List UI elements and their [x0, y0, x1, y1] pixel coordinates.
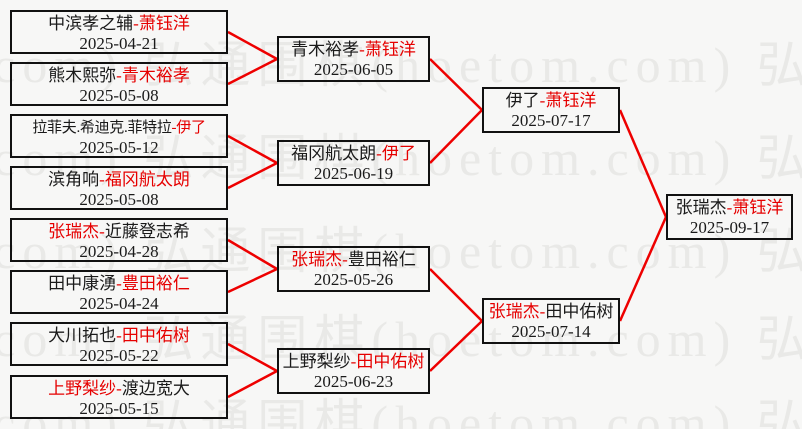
- connector-line: [227, 30, 278, 61]
- match-box-r2-3[interactable]: 张瑞杰-豊田裕仁 2025-05-26: [277, 246, 430, 292]
- match-box-r1-1[interactable]: 中滨孝之辅-萧钰洋 2025-04-21: [10, 10, 228, 54]
- match-date: 2025-04-28: [79, 242, 159, 261]
- match-players: 田中康湧-豊田裕仁: [12, 272, 226, 294]
- match-players: 福冈航太朗-伊了: [279, 142, 428, 164]
- match-date: 2025-07-17: [511, 111, 591, 130]
- match-players: 中滨孝之辅-萧钰洋: [12, 12, 226, 34]
- player-loser: 伊了: [505, 91, 540, 110]
- match-date: 2025-09-17: [689, 218, 770, 237]
- match-players: 张瑞杰-田中佑树: [484, 300, 618, 322]
- player-loser: 大川拓也: [48, 326, 117, 345]
- watermark-row: 弘通围棋(hoetom.com) 弘通围棋(hoetom.com) 弘通围棋(h…: [0, 395, 802, 429]
- player-winner: -萧钰洋: [726, 198, 784, 217]
- match-players: 青木裕孝-萧钰洋: [279, 38, 428, 60]
- player-loser: 熊木熙弥: [48, 66, 117, 85]
- player-winner: 张瑞杰-: [48, 222, 105, 241]
- match-date: 2025-05-15: [79, 399, 159, 418]
- match-players: 熊木熙弥-青木裕孝: [12, 64, 226, 86]
- connector-line: [227, 342, 278, 373]
- match-date: 2025-05-08: [79, 86, 159, 105]
- match-players: 滨角响-福冈航太朗: [12, 168, 226, 190]
- match-box-r1-4[interactable]: 滨角响-福冈航太朗 2025-05-08: [10, 166, 228, 210]
- connector-line: [618, 216, 668, 322]
- watermark-row: 弘通围棋(hoetom.com) 弘通围棋(hoetom.com) 弘通围棋(h…: [0, 223, 802, 279]
- match-date: 2025-06-05: [313, 60, 394, 79]
- match-box-r2-1[interactable]: 青木裕孝-萧钰洋 2025-06-05: [277, 36, 430, 82]
- player-winner: -萧钰洋: [539, 91, 597, 110]
- match-box-r1-5[interactable]: 张瑞杰-近藤登志希 2025-04-28: [10, 218, 228, 262]
- match-box-r1-3[interactable]: 拉菲夫.希迪克.菲特拉-伊了 2025-05-12: [10, 114, 228, 158]
- player-loser: 田中佑树: [545, 302, 614, 321]
- connector-line: [227, 57, 278, 86]
- player-loser: 近藤登志希: [104, 222, 190, 241]
- match-date: 2025-07-14: [511, 322, 591, 341]
- match-players: 上野梨纱-田中佑树: [279, 350, 428, 372]
- connector-line: [227, 369, 278, 399]
- connector-line: [227, 267, 278, 294]
- player-winner: -伊了: [171, 120, 206, 136]
- player-loser: 拉菲夫.希迪克.菲特拉: [32, 120, 172, 136]
- player-winner: 上野梨纱-: [48, 379, 122, 398]
- player-loser: 渡边宽大: [121, 379, 190, 398]
- match-box-sf-2[interactable]: 张瑞杰-田中佑树 2025-07-14: [482, 298, 620, 344]
- match-players: 张瑞杰-萧钰洋: [668, 196, 791, 218]
- player-winner: -豊田裕仁: [116, 274, 190, 293]
- player-loser: 青木裕孝: [291, 40, 360, 59]
- match-players: 张瑞杰-豊田裕仁: [279, 248, 428, 270]
- player-winner: 张瑞杰-: [291, 250, 348, 269]
- player-loser: 上野梨纱: [282, 352, 351, 371]
- match-box-r2-2[interactable]: 福冈航太朗-伊了 2025-06-19: [277, 140, 430, 186]
- player-winner: -福冈航太朗: [99, 170, 190, 189]
- connector-line: [429, 109, 483, 164]
- match-players: 张瑞杰-近藤登志希: [12, 220, 226, 242]
- match-box-r1-2[interactable]: 熊木熙弥-青木裕孝 2025-05-08: [10, 62, 228, 106]
- connector-line: [618, 109, 668, 218]
- player-winner: -田中佑树: [116, 326, 190, 345]
- player-winner: 张瑞杰-: [488, 302, 546, 321]
- match-date: 2025-05-26: [313, 270, 394, 289]
- match-date: 2025-04-21: [79, 34, 159, 53]
- connector-line: [429, 58, 483, 111]
- player-winner: -田中佑树: [350, 352, 425, 371]
- match-box-r1-7[interactable]: 大川拓也-田中佑树 2025-05-22: [10, 322, 228, 366]
- connector-line: [227, 238, 278, 271]
- player-winner: -伊了: [376, 144, 416, 163]
- match-box-r1-6[interactable]: 田中康湧-豊田裕仁 2025-04-24: [10, 270, 228, 314]
- match-date: 2025-05-08: [79, 190, 159, 209]
- player-loser: 滨角响: [48, 170, 100, 189]
- connector-line: [227, 134, 278, 165]
- player-loser: 福冈航太朗: [291, 144, 377, 163]
- match-players: 上野梨纱-渡边宽大: [12, 377, 226, 399]
- match-players: 拉菲夫.希迪克.菲特拉-伊了: [12, 116, 226, 138]
- match-date: 2025-06-19: [313, 164, 394, 183]
- connector-line: [429, 320, 483, 372]
- player-loser: 豊田裕仁: [347, 250, 416, 269]
- match-box-sf-1[interactable]: 伊了-萧钰洋 2025-07-17: [482, 87, 620, 133]
- connector-line: [429, 268, 483, 322]
- player-winner: -青木裕孝: [116, 66, 190, 85]
- player-loser: 中滨孝之辅: [48, 14, 134, 33]
- match-date: 2025-04-24: [79, 294, 159, 313]
- match-box-r2-4[interactable]: 上野梨纱-田中佑树 2025-06-23: [277, 348, 430, 394]
- match-date: 2025-05-12: [79, 138, 159, 157]
- match-box-r1-8[interactable]: 上野梨纱-渡边宽大 2025-05-15: [10, 375, 228, 419]
- match-players: 大川拓也-田中佑树: [12, 324, 226, 346]
- match-players: 伊了-萧钰洋: [484, 89, 618, 111]
- match-date: 2025-06-23: [313, 372, 394, 391]
- player-winner: -萧钰洋: [359, 40, 416, 59]
- match-box-final[interactable]: 张瑞杰-萧钰洋 2025-09-17: [666, 194, 793, 240]
- player-loser: 田中康湧: [48, 274, 117, 293]
- player-winner: -萧钰洋: [133, 14, 190, 33]
- player-loser: 张瑞杰: [675, 198, 727, 217]
- match-date: 2025-05-22: [79, 346, 159, 365]
- connector-line: [227, 161, 278, 190]
